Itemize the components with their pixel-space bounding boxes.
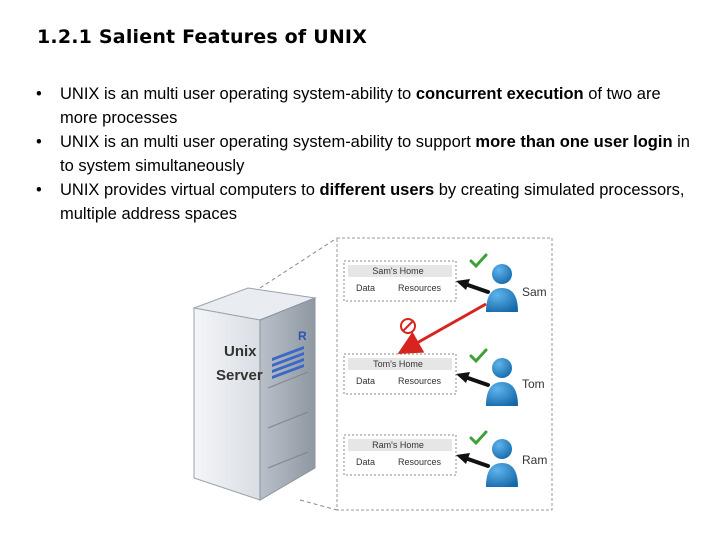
- home-box: Sam's Home Data Resources: [343, 260, 457, 302]
- home-title: Sam's Home: [372, 266, 423, 276]
- home-box: Tom's Home Data Resources: [343, 353, 457, 395]
- user-name: Sam: [522, 285, 547, 299]
- denied-arrow-icon: [397, 302, 487, 354]
- user-icon: [486, 264, 518, 312]
- home-resources-label: Resources: [398, 376, 442, 386]
- home-data-label: Data: [356, 283, 375, 293]
- projection-line: [259, 237, 338, 289]
- bullet-list: UNIX is an multi user operating system-a…: [30, 82, 700, 226]
- server-logo-icon: R: [298, 329, 307, 343]
- user-icon: [486, 439, 518, 487]
- slide-title: 1.2.1 Salient Features of UNIX: [37, 26, 368, 48]
- user-name: Tom: [522, 377, 545, 391]
- server-label-line1: Unix: [224, 343, 257, 360]
- server-label-line2: Server: [216, 367, 263, 384]
- bullet-item: UNIX is an multi user operating system-a…: [30, 82, 700, 130]
- unix-server-icon: R: [192, 287, 317, 501]
- no-access-icon: [400, 318, 416, 334]
- home-title: Tom's Home: [373, 359, 423, 369]
- home-resources-label: Resources: [398, 457, 442, 467]
- home-resources-label: Resources: [398, 283, 442, 293]
- check-icon: [469, 348, 488, 364]
- bullet-item: UNIX is an multi user operating system-a…: [30, 130, 700, 178]
- home-data-label: Data: [356, 376, 375, 386]
- home-title: Ram's Home: [372, 440, 424, 450]
- user-name: Ram: [522, 453, 547, 467]
- home-data-label: Data: [356, 457, 375, 467]
- arrow-icon: [456, 453, 490, 468]
- arrow-icon: [456, 279, 490, 294]
- check-icon: [469, 430, 488, 446]
- bullet-item: UNIX provides virtual computers to diffe…: [30, 178, 700, 226]
- projection-line: [299, 499, 338, 511]
- home-box: Ram's Home Data Resources: [343, 434, 457, 476]
- arrow-icon: [456, 372, 490, 387]
- user-icon: [486, 358, 518, 406]
- unix-server-diagram: R Unix Server Sam's Home Data Resources …: [192, 237, 553, 511]
- check-icon: [469, 253, 488, 269]
